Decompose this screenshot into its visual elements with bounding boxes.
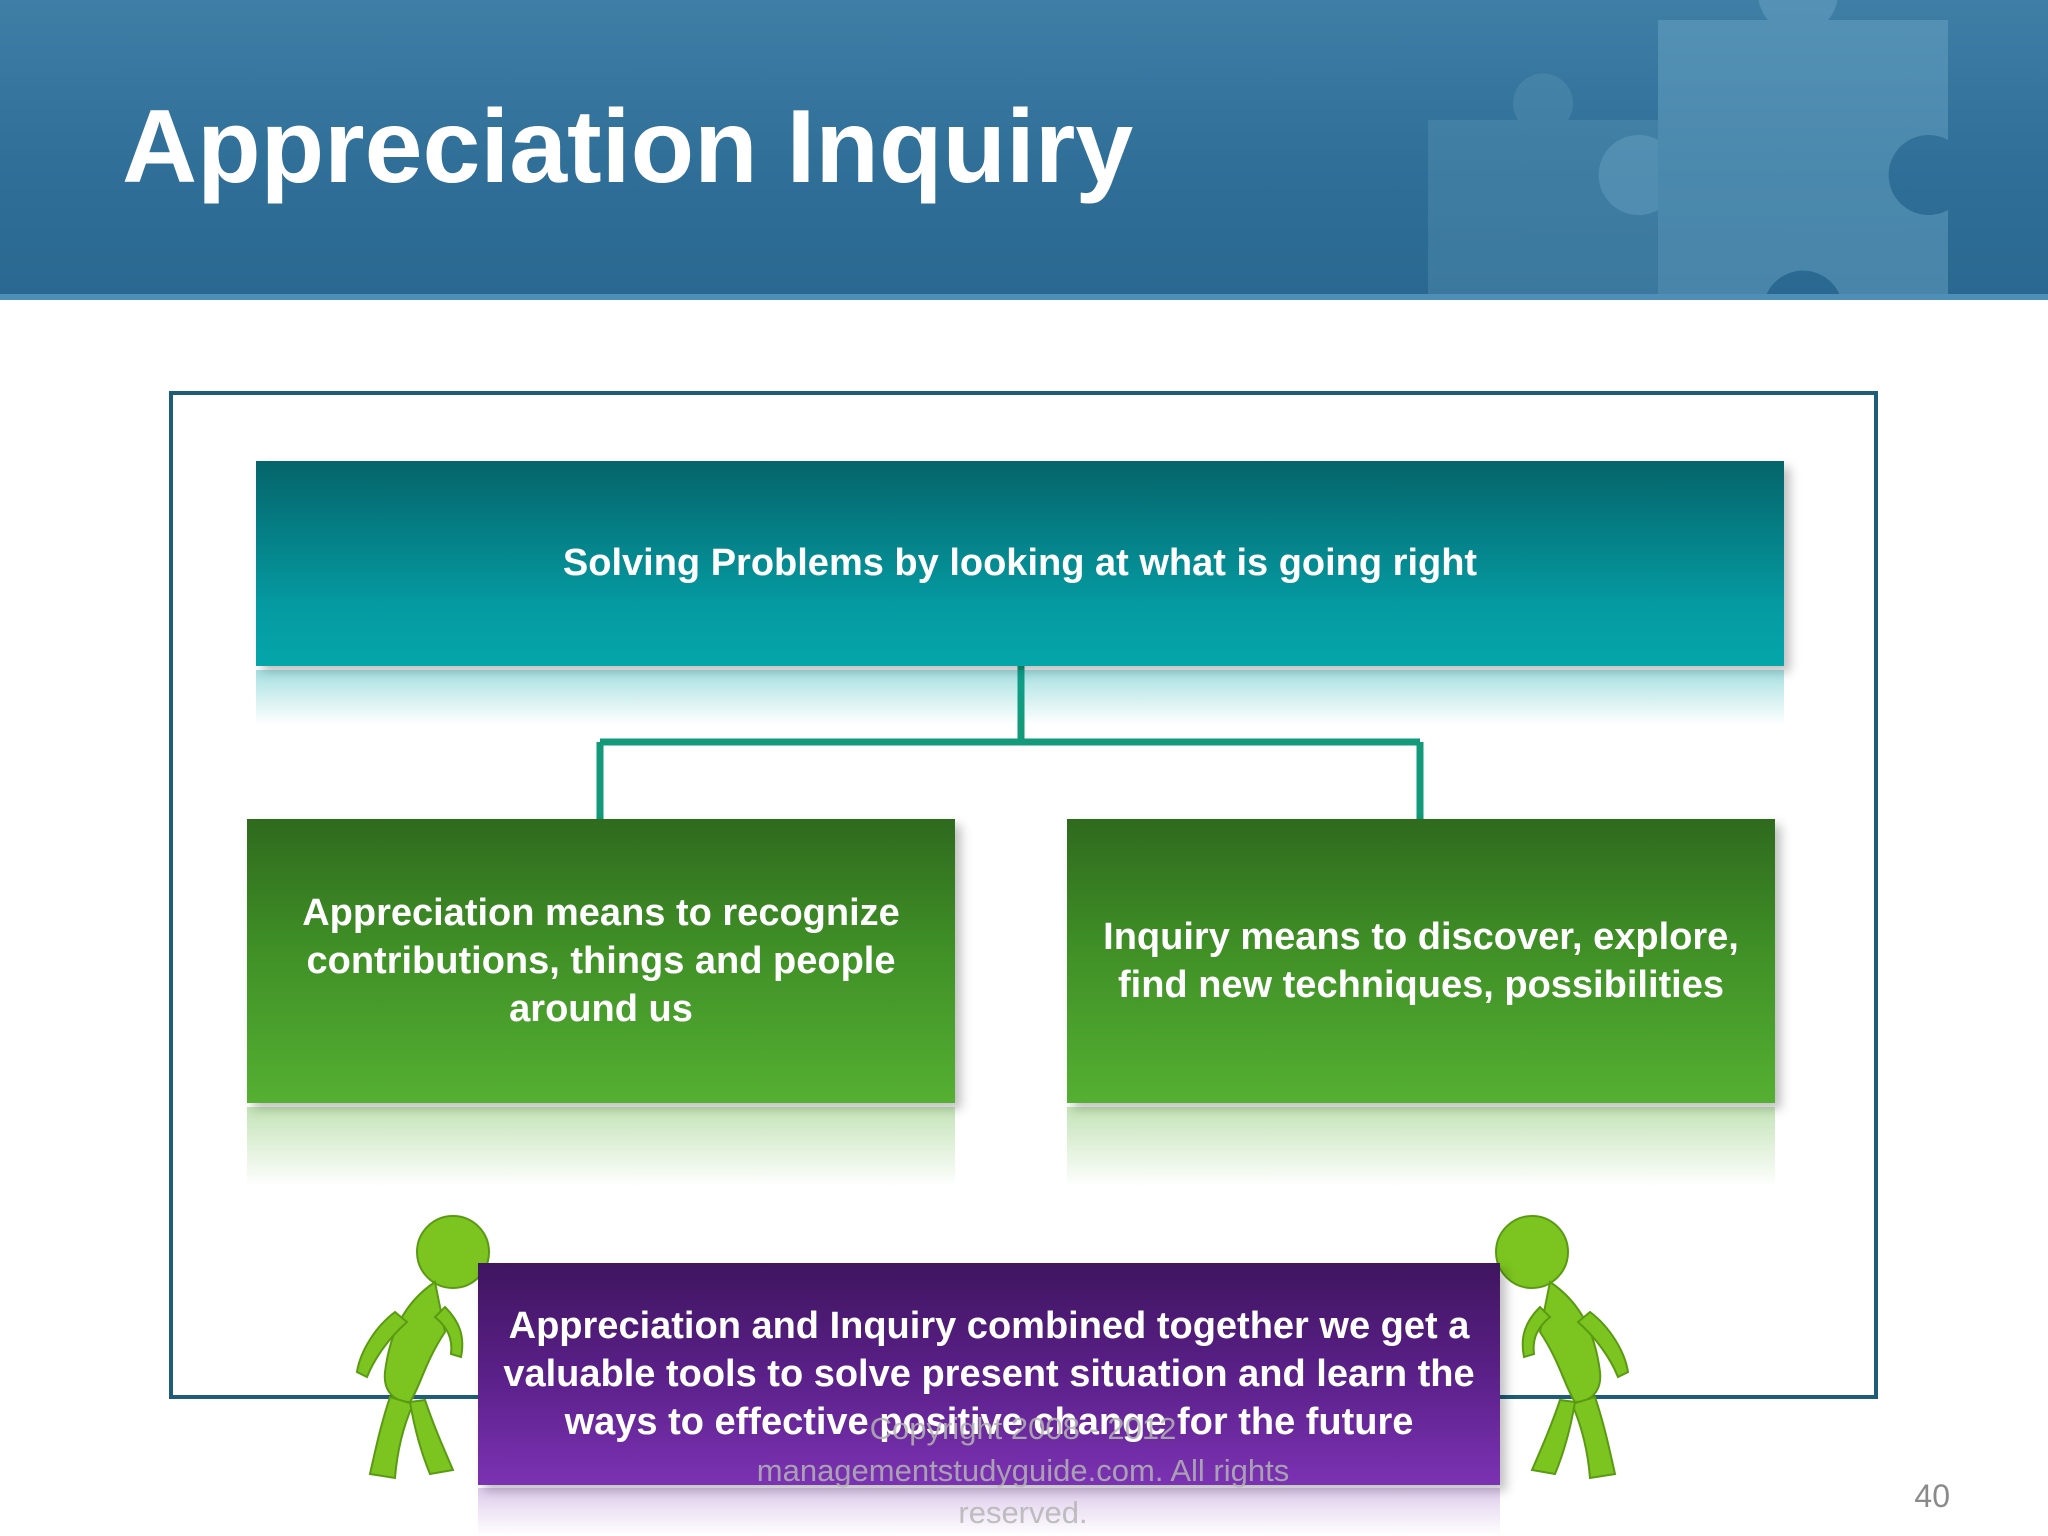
green-figure-icon <box>355 1215 490 1480</box>
root-text: Solving Problems by looking at what is g… <box>562 542 1478 584</box>
summary-box: Appreciation and Inquiry combined togeth… <box>478 1263 1500 1485</box>
root-box-reflection <box>256 670 1784 725</box>
inquiry-box-reflection <box>1067 1107 1775 1187</box>
inquiry-text: Inquiry means to discover, explore, find… <box>1103 916 1739 1006</box>
page-number: 40 <box>1914 1478 1950 1514</box>
copyright-notice: Copyright 2008 - 2012 managementstudygui… <box>756 1411 1290 1530</box>
inquiry-box: Inquiry means to discover, explore, find… <box>1067 819 1775 1103</box>
summary-text: Appreciation and Inquiry combined togeth… <box>503 1305 1475 1443</box>
green-figure-icon <box>1495 1215 1630 1480</box>
slide-header: Appreciation Inquiry <box>0 0 2048 300</box>
appreciation-box-reflection <box>247 1107 955 1187</box>
appreciation-text: Appreciation means to recognize contribu… <box>302 892 900 1030</box>
puzzle-piece-icon <box>1428 0 1948 300</box>
slide-title: Appreciation Inquiry <box>122 89 1134 205</box>
root-box: Solving Problems by looking at what is g… <box>256 461 1784 666</box>
summary-box-reflection <box>478 1488 1500 1536</box>
appreciation-box: Appreciation means to recognize contribu… <box>247 819 955 1103</box>
